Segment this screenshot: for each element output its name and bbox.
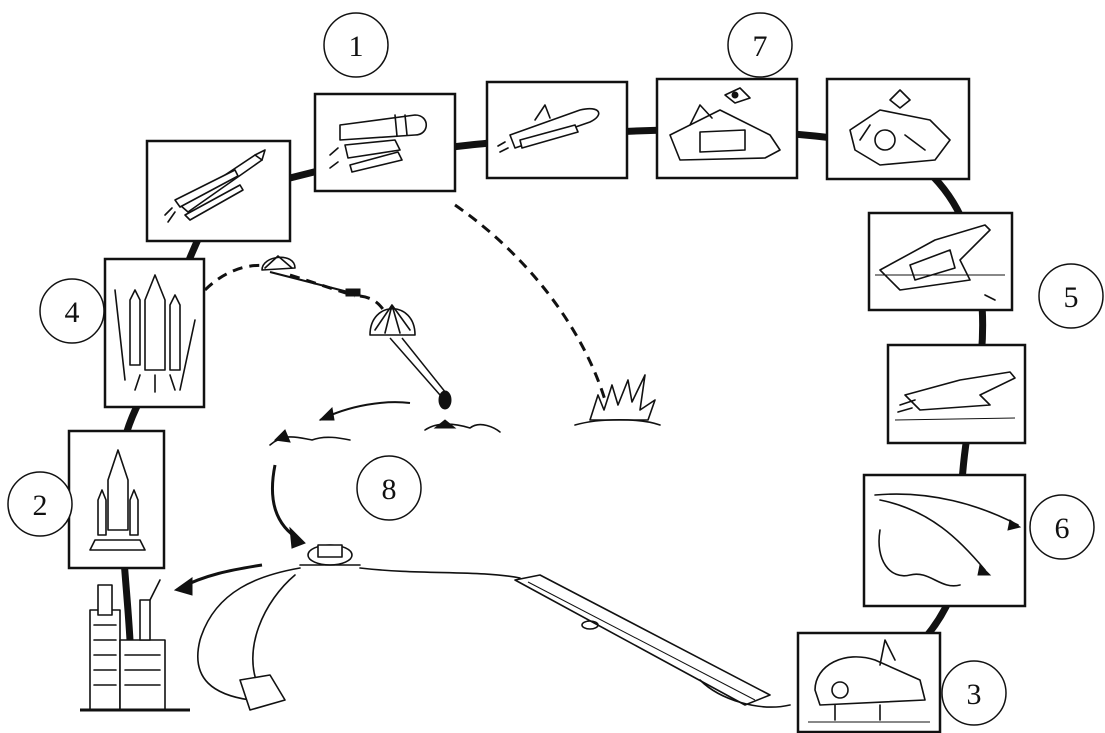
svg-text:7: 7 [753, 30, 768, 63]
svg-text:1: 1 [349, 30, 364, 63]
splashdown-icon [269, 401, 501, 446]
panel-liftoff-with-boosters [145, 139, 292, 243]
panel-rollout-to-pad [67, 429, 166, 570]
stage-label-1: 1 [323, 12, 389, 78]
svg-text:5: 5 [1064, 281, 1079, 314]
runway-icon [514, 574, 791, 708]
tank-fall-path [454, 203, 607, 401]
stage-label-7: 7 [727, 12, 793, 78]
stage-label-8: 8 [356, 455, 422, 521]
svg-text:3: 3 [967, 678, 982, 711]
panel-launch-pad-assembly [103, 257, 206, 409]
transport-arrows [173, 464, 306, 596]
stage-label-3: 3 [941, 660, 1007, 726]
svg-text:4: 4 [65, 296, 80, 329]
stage-label-2: 2 [7, 471, 73, 537]
stage-label-5: 5 [1038, 263, 1104, 329]
svg-text:8: 8 [382, 473, 397, 506]
panel-booster-separation [313, 92, 457, 193]
panel-orbiter-in-orbit [655, 77, 799, 180]
svg-text:6: 6 [1055, 512, 1070, 545]
parachute-icon-1 [261, 255, 361, 297]
panel-tank-separation [485, 80, 629, 180]
panel-satellite-deploy [825, 77, 971, 181]
svg-text:2: 2 [33, 489, 48, 522]
panel-approach-trajectory [862, 473, 1027, 608]
stage-label-4: 4 [39, 278, 105, 344]
parachute-icon-2 [369, 304, 452, 410]
panel-reentry [867, 211, 1014, 312]
panel-runway-landing [796, 631, 942, 733]
panel-descent [886, 343, 1027, 445]
launch-complex-icon [80, 579, 190, 712]
stage-label-6: 6 [1029, 494, 1095, 560]
tank-debris-splash-icon [574, 374, 661, 426]
processing-facility-icon [197, 544, 521, 711]
